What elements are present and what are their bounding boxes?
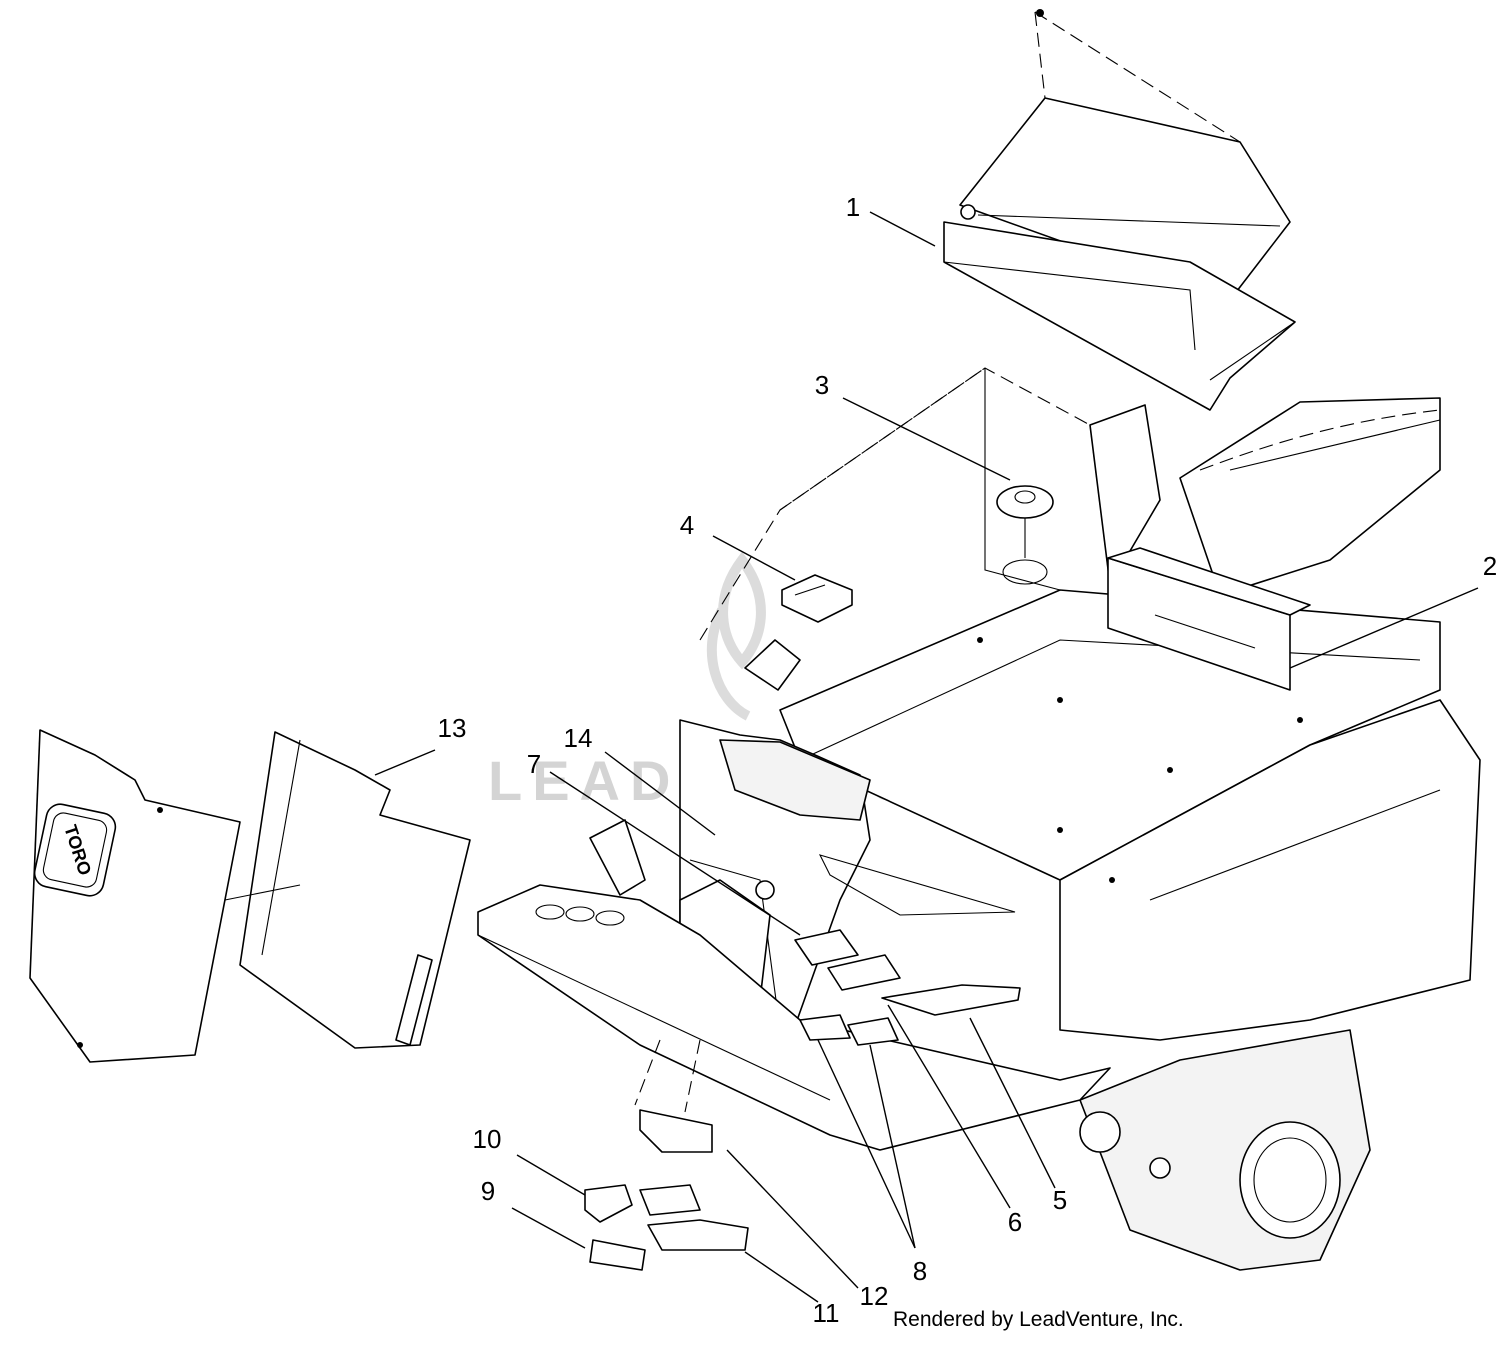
part-3-grommet xyxy=(996,485,1054,585)
toro-cover: TORO xyxy=(29,729,301,1063)
credit-text: Rendered by LeadVenture, Inc. xyxy=(893,1308,1184,1331)
callout-13[interactable]: 13 xyxy=(438,713,467,743)
part-12-block xyxy=(639,1109,713,1153)
leader-lines xyxy=(374,211,1479,1303)
callout-5[interactable]: 5 xyxy=(1053,1185,1067,1215)
part-2-bumper xyxy=(1107,547,1311,691)
callout-6[interactable]: 6 xyxy=(1008,1207,1022,1237)
part-8-pad-a xyxy=(799,1014,851,1041)
part-11-block xyxy=(647,1219,749,1251)
part-5-pad xyxy=(881,984,1021,1016)
callout-3[interactable]: 3 xyxy=(815,370,829,400)
part-4-clip xyxy=(744,574,853,691)
part-8-pad-b xyxy=(847,1017,899,1046)
part-1-seat-pan xyxy=(943,9,1296,411)
part-6-pad xyxy=(827,954,901,991)
watermark-flame-icon xyxy=(706,551,766,721)
part-10-block xyxy=(584,1184,633,1223)
part-9-strip xyxy=(589,1239,646,1271)
callout-9[interactable]: 9 xyxy=(481,1176,495,1206)
callout-14[interactable]: 14 xyxy=(564,723,593,753)
part-7-pad xyxy=(794,929,859,966)
pedal-pads xyxy=(794,854,1021,1046)
callout-2[interactable]: 2 xyxy=(1483,551,1497,581)
callout-12[interactable]: 12 xyxy=(860,1281,889,1311)
callout-labels: 1 2 3 4 5 6 7 8 9 10 11 12 13 14 xyxy=(438,192,1498,1328)
callout-7[interactable]: 7 xyxy=(527,749,541,779)
callout-8[interactable]: 8 xyxy=(913,1256,927,1286)
lower-rail xyxy=(477,819,1111,1151)
part-13-panel xyxy=(239,731,471,1049)
callout-10[interactable]: 10 xyxy=(473,1124,502,1154)
blocks-9-12 xyxy=(584,1039,749,1271)
callout-1[interactable]: 1 xyxy=(846,192,860,222)
callout-11[interactable]: 11 xyxy=(813,1298,840,1328)
callout-4[interactable]: 4 xyxy=(680,510,694,540)
